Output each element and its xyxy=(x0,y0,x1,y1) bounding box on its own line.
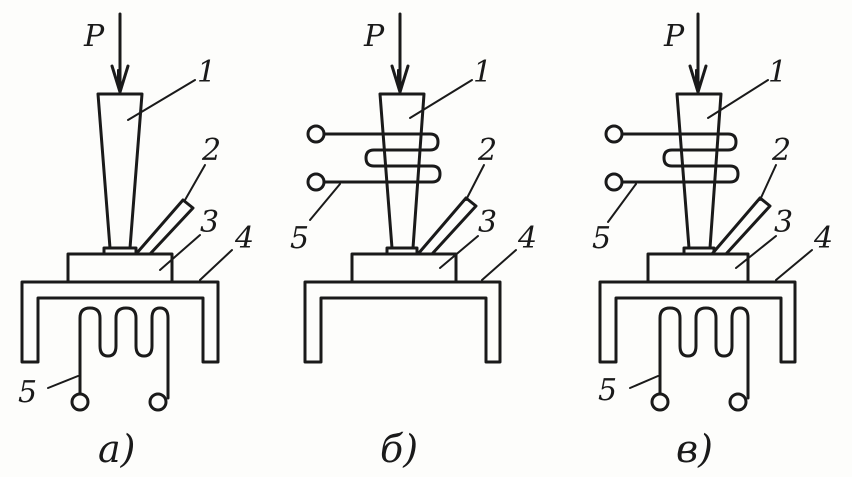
label-5: 5 xyxy=(290,221,309,256)
leader-1 xyxy=(127,79,196,121)
workpiece xyxy=(66,252,174,284)
leader-3 xyxy=(159,234,201,271)
force-arrow xyxy=(110,12,130,94)
label-2: 2 xyxy=(477,133,497,168)
terminal-left xyxy=(650,392,670,412)
leader-2 xyxy=(465,164,485,201)
leader-5b xyxy=(629,375,659,389)
label-3: 3 xyxy=(774,205,793,240)
label-4: 4 xyxy=(813,221,833,256)
horn-tip xyxy=(682,246,716,256)
label-4: 4 xyxy=(234,221,254,256)
panel-c: P 1 2 3 4 5 5 в) xyxy=(592,12,833,471)
force-arrow xyxy=(390,12,410,94)
caption-c: в) xyxy=(676,427,713,471)
panel-a: P 1 2 3 4 5 а) xyxy=(18,12,254,471)
leader-4 xyxy=(481,249,517,281)
leader-1 xyxy=(707,79,769,119)
force-label: P xyxy=(83,19,105,54)
heater-element xyxy=(658,306,750,400)
label-2: 2 xyxy=(771,133,791,168)
leader-2 xyxy=(184,164,206,201)
leader-4 xyxy=(775,249,813,281)
base-frame xyxy=(20,280,220,364)
panel-b: P 1 2 3 4 5 б) xyxy=(290,12,537,471)
workpiece xyxy=(646,252,750,284)
terminal-bottom xyxy=(604,172,624,192)
label-3: 3 xyxy=(200,205,219,240)
horn-tip xyxy=(102,246,138,256)
leader-3 xyxy=(735,235,777,269)
label-5-coil: 5 xyxy=(592,221,611,256)
force-arrow xyxy=(688,12,708,94)
label-5-heater: 5 xyxy=(598,373,617,408)
force-label: P xyxy=(663,19,685,54)
label-1: 1 xyxy=(768,55,787,90)
horn-tool xyxy=(378,92,426,250)
label-4: 4 xyxy=(517,221,537,256)
leader-2 xyxy=(759,164,777,201)
leader-1 xyxy=(409,79,473,119)
force-label: P xyxy=(363,19,385,54)
horn-tool xyxy=(96,92,144,250)
terminal-top xyxy=(306,124,326,144)
strip xyxy=(416,196,478,256)
leader-5 xyxy=(47,375,79,389)
label-2: 2 xyxy=(201,133,221,168)
horn-tool xyxy=(675,92,723,250)
horn-tip xyxy=(385,246,419,256)
induction-coil xyxy=(620,132,740,184)
caption-b: б) xyxy=(380,427,418,471)
terminal-left xyxy=(70,392,90,412)
heater-element xyxy=(78,306,170,400)
strip xyxy=(710,196,772,256)
leader-5a xyxy=(607,183,637,223)
label-5: 5 xyxy=(18,375,37,410)
strip xyxy=(134,198,195,256)
label-1: 1 xyxy=(473,55,492,90)
label-3: 3 xyxy=(478,205,497,240)
base-frame xyxy=(303,280,502,364)
terminal-bottom xyxy=(306,172,326,192)
terminal-top xyxy=(604,124,624,144)
caption-a: а) xyxy=(98,427,135,471)
terminal-right xyxy=(728,392,748,412)
leader-5 xyxy=(309,183,341,221)
leader-3 xyxy=(439,235,479,269)
induction-coil xyxy=(322,132,442,184)
leader-4 xyxy=(199,249,233,281)
label-1: 1 xyxy=(197,55,216,90)
terminal-right xyxy=(148,392,168,412)
